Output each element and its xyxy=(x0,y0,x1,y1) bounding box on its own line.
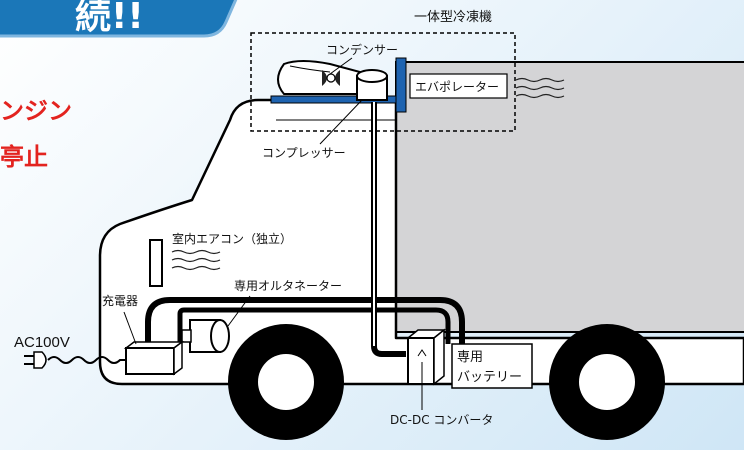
condenser-fan-icon xyxy=(322,70,340,86)
header-tab: 続!! xyxy=(0,0,238,38)
side-text-line2: 亭止 xyxy=(0,143,48,171)
ac-cord xyxy=(47,356,126,364)
header-tab-text: 続!! xyxy=(75,0,144,37)
ac-plug-icon xyxy=(24,351,47,369)
cable-charger-battery xyxy=(177,307,451,346)
evaporator-panel xyxy=(395,57,407,113)
cable-compressor-battery xyxy=(371,102,406,357)
cold-air-lines-cargo xyxy=(515,77,565,99)
front-wheel xyxy=(228,324,344,440)
rear-wheel xyxy=(549,324,665,440)
battery-label-line1: 専用 xyxy=(457,350,483,365)
evaporator-label: エバポレーター xyxy=(415,80,499,94)
truck-cab xyxy=(98,98,744,386)
battery-label-line2: バッテリー xyxy=(457,370,522,385)
ac-input-label: AC100V xyxy=(14,334,70,351)
cabin-aircon-unit xyxy=(149,239,163,287)
alternator-label: 専用オルタネーター xyxy=(234,279,342,293)
integrated-freezer-label: 一体型冷凍機 xyxy=(414,9,492,25)
dcdc-converter-label: DC-DC コンバータ xyxy=(390,413,493,427)
battery-box xyxy=(451,343,533,389)
alternator-unit xyxy=(181,319,230,353)
cabin-aircon-label: 室内エアコン（独立） xyxy=(172,231,292,246)
side-text-line1: ンジン xyxy=(0,97,72,125)
compressor-label: コンプレッサー xyxy=(262,146,346,160)
compressor-unit xyxy=(356,69,388,101)
cargo-box xyxy=(395,61,744,333)
integrated-freezer-box xyxy=(250,32,516,132)
condenser-label: コンデンサー xyxy=(326,42,398,57)
charger-unit xyxy=(123,340,185,376)
dcdc-converter-unit xyxy=(405,328,447,386)
cable-alternator-battery xyxy=(145,297,465,345)
charger-label: 充電器 xyxy=(102,293,138,308)
evaporator-box xyxy=(409,73,508,99)
cabin-air-lines xyxy=(171,249,221,271)
